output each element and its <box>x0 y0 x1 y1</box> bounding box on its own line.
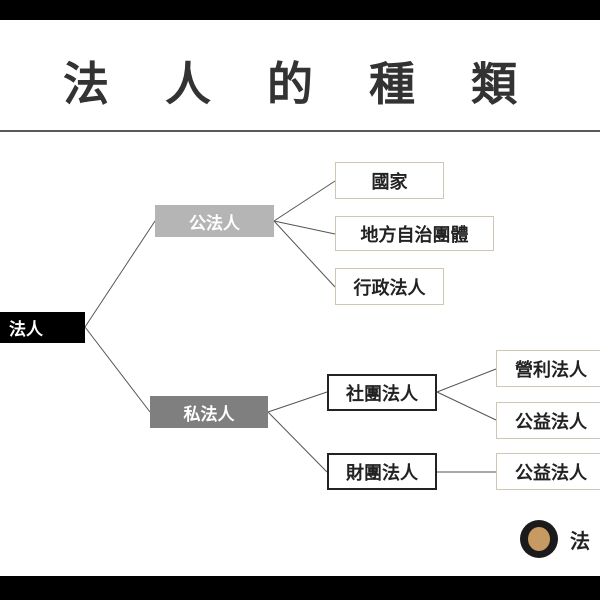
connector-lines <box>84 180 497 473</box>
connector-public-local <box>273 220 336 235</box>
connector-root-private <box>84 326 151 413</box>
node-public-interest-foundation: 公益法人 <box>496 453 600 490</box>
connector-private-foundation <box>267 411 328 473</box>
page-title: 法 人 的 種 類 <box>62 57 538 111</box>
node-public-legal-person: 公法人 <box>155 205 274 237</box>
brand-name: 法 <box>570 529 590 553</box>
title-divider <box>0 130 600 132</box>
connector-root-public <box>84 220 156 328</box>
node-association: 社團法人 <box>327 374 437 411</box>
avatar-face-icon <box>520 520 558 558</box>
node-state: 國家 <box>335 162 444 199</box>
node-administrative-corporation: 行政法人 <box>335 268 444 305</box>
node-for-profit: 營利法人 <box>496 350 600 387</box>
node-root-legal-person: 法人 <box>0 312 85 343</box>
node-local-government: 地方自治團體 <box>335 216 494 251</box>
diagram-canvas: 法 人 的 種 類 法人 公法人 私法人 國家 地方自治團體 行政法人 社團法人… <box>0 20 600 576</box>
connector-public-state <box>273 180 336 222</box>
node-private-legal-person: 私法人 <box>150 396 268 428</box>
node-foundation: 財團法人 <box>327 453 437 490</box>
connector-private-association <box>267 391 328 413</box>
connector-association-profit <box>436 368 497 393</box>
node-public-interest-association: 公益法人 <box>496 402 600 439</box>
connector-association-public-interest <box>436 391 497 421</box>
connector-public-admin <box>273 220 336 288</box>
